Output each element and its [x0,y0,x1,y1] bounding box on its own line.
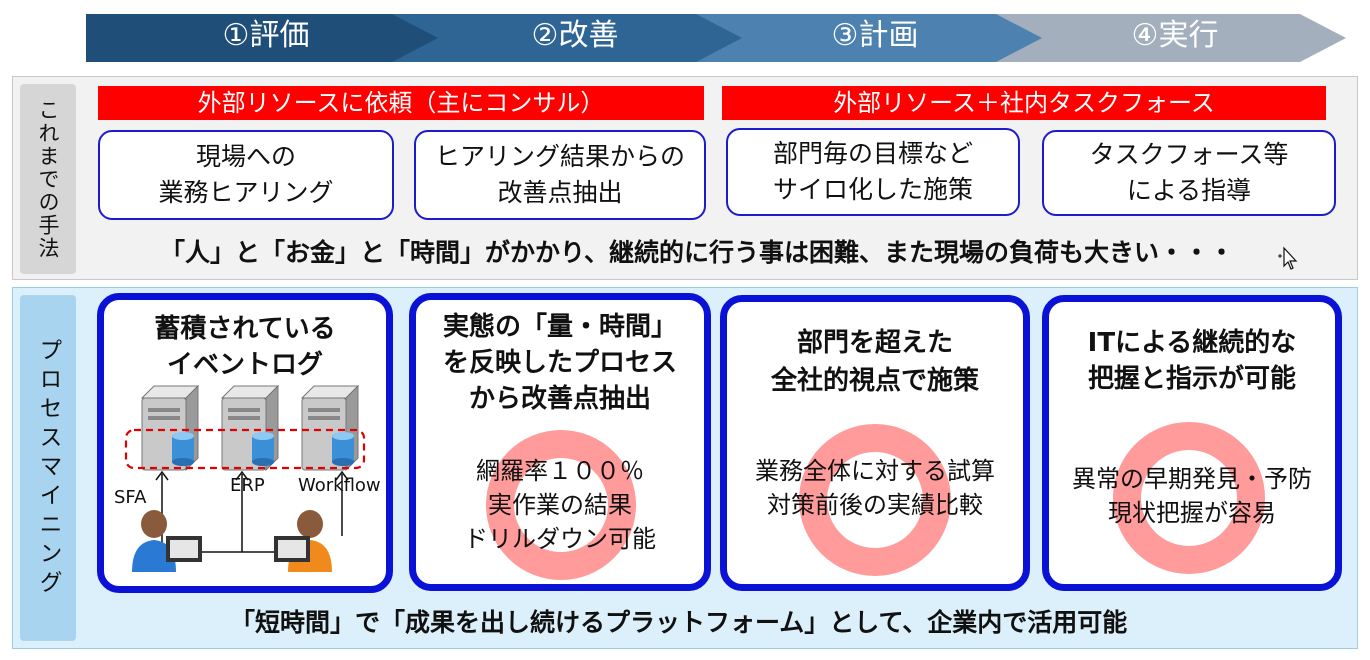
pm-card-title-line: ITによる継続的な [1087,328,1297,358]
method-box-line: 現場への [195,142,296,171]
system-label-erp: ERP [230,475,265,496]
system-label-workflow: Workflow [298,475,381,496]
pm-card-body-line: 異常の早期発見・予防 [1072,465,1312,493]
method-box-taskforce: タスクフォース等 による指導 [1042,130,1336,216]
log-selection-frame [124,428,366,470]
pm-card-body-line: 現状把握が容易 [1108,499,1276,527]
step-label-2: ②改善 [531,18,619,53]
process-mining-summary: 「短時間」で「成果を出し続けるプラットフォーム」として、企業内で活用可能 [230,608,1128,637]
method-box-line: による指導 [1126,176,1252,205]
pm-card-title-line: を反映したプロセス [442,348,677,378]
method-box-line: タスクフォース等 [1089,140,1289,169]
pm-card-title-line: 全社的視点で施策 [770,366,979,396]
method-box-line: サイロ化した施策 [772,175,973,204]
pm-card-continuous: ITによる継続的な 把握と指示が可能 異常の早期発見・予防 現状把握が容易 [1042,295,1342,591]
current-method-side-label: これまでの手法 [20,84,76,274]
move-cursor-icon [1278,246,1298,270]
pm-card-title-line: 蓄積されている [154,314,336,344]
step-label-1: ①評価 [222,18,310,53]
pm-card-body-line: ドリルダウン可能 [464,525,656,553]
step-arrow-3 [696,14,1046,62]
pm-card-title-line: 把握と指示が可能 [1087,364,1296,394]
step-label-4: ④実行 [1131,18,1219,53]
step-arrow-2 [392,14,746,62]
process-mining-side-text: プロセスマイニング [35,337,61,599]
pm-card-body-line: 実作業の結果 [488,491,632,519]
banner-external-consult: 外部リソースに依頼（主にコンサル） [98,86,704,120]
database-icon [172,432,194,466]
method-box-extract: ヒアリング結果からの 改善点抽出 [414,130,706,220]
pm-card-title-line: イベントログ [166,350,323,380]
step-label-3: ③計画 [831,18,919,53]
pm-card-company-wide: 部門を超えた 全社的視点で施策 業務全体に対する試算 対策前後の実績比較 [720,295,1030,591]
system-label-sfa: SFA [114,487,147,508]
pm-card-event-log: 蓄積されている イベントログ [97,293,393,593]
event-log-illustration [124,384,366,572]
server-icon [140,384,200,472]
method-box-hearing: 現場への 業務ヒアリング [98,130,394,220]
process-mining-side-label: プロセスマイニング [20,295,76,641]
method-box-silo: 部門毎の目標など サイロ化した施策 [726,128,1020,216]
method-box-line: 改善点抽出 [497,178,623,207]
pm-card-title-line: 実態の「量・時間」 [442,312,677,342]
method-box-line: ヒアリング結果からの [434,142,685,171]
method-box-line: 業務ヒアリング [158,178,334,207]
pm-card-extract: 実態の「量・時間」 を反映したプロセス から改善点抽出 網羅率１００％ 実作業の… [409,293,711,591]
step-arrow-4 [996,14,1346,62]
step-arrow-1 [86,14,442,62]
pm-card-body-line: 網羅率１００％ [476,457,644,485]
current-method-summary: 「人」と「お金」と「時間」がかかり、継続的に行う事は困難、また現場の負荷も大きい… [160,238,1235,267]
user-icon [132,510,202,572]
process-steps [86,14,1346,62]
pm-card-title-line: 部門を超えた [796,328,953,358]
pm-card-body-line: 業務全体に対する試算 [755,457,995,485]
pm-card-body-line: 対策前後の実績比較 [767,491,983,519]
banner-external-taskforce: 外部リソース＋社内タスクフォース [722,86,1326,120]
pm-card-title-line: から改善点抽出 [468,384,651,414]
database-icon [252,432,274,466]
current-method-side-text: これまでの手法 [36,98,60,260]
method-box-line: 部門毎の目標など [772,139,973,168]
user-icon [274,510,332,572]
database-icon [332,432,354,466]
